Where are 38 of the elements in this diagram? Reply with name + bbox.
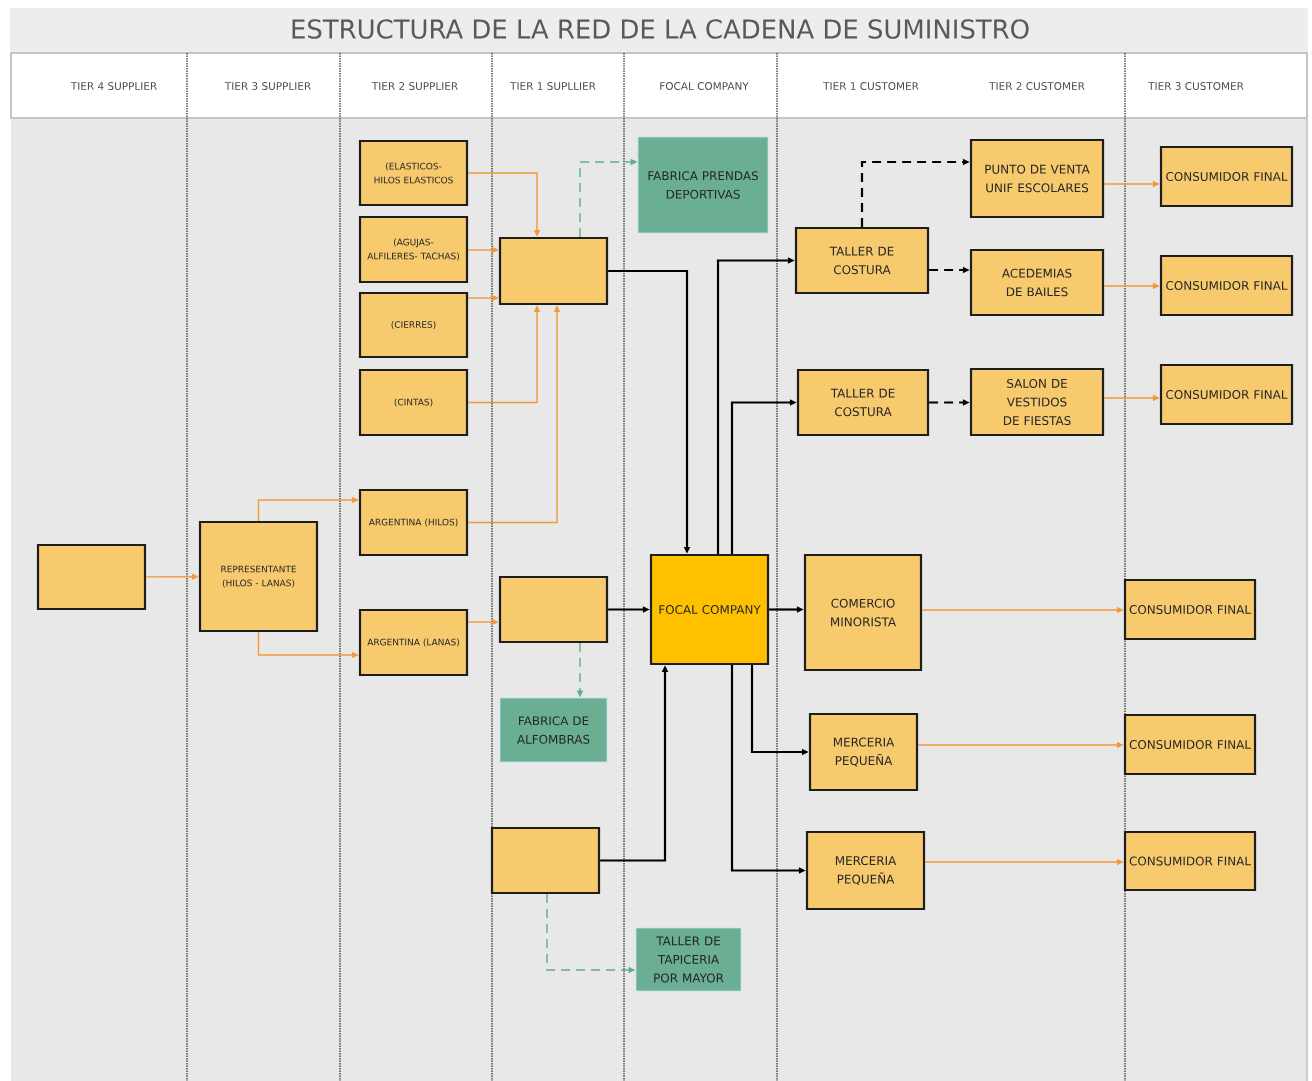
process-box: MERCERIA PEQUEÑA [805, 830, 926, 911]
column-header: TIER 2 CUSTOMER [989, 82, 1085, 90]
column-header: TIER 1 SUPLLIER [510, 82, 596, 90]
process-box: SALON DE VESTIDOS DE FIESTAS [969, 367, 1105, 437]
column-header: TIER 3 CUSTOMER [1148, 82, 1244, 90]
process-box: CONSUMIDOR FINAL [1159, 254, 1294, 317]
process-box: FABRICA DE ALFOMBRAS [499, 697, 608, 763]
column-header: FOCAL COMPANY [660, 82, 749, 90]
process-box: FABRICA PRENDAS DEPORTIVAS [637, 136, 769, 234]
process-box [490, 826, 601, 895]
focal-box: FOCAL COMPANY [649, 553, 770, 666]
process-box: REPRESENTANTE (HILOS - LANAS) [198, 520, 319, 633]
process-box: TALLER DE COSTURA [796, 368, 930, 437]
process-box: CONSUMIDOR FINAL [1123, 830, 1257, 892]
column-header: TIER 1 CUSTOMER [823, 82, 919, 90]
process-box: ARGENTINA (LANAS) [358, 608, 469, 677]
process-box: PUNTO DE VENTA UNIF ESCOLARES [969, 138, 1105, 219]
process-box: CONSUMIDOR FINAL [1123, 713, 1257, 776]
process-box: ARGENTINA (HILOS) [358, 488, 469, 557]
process-box: COMERCIO MINORISTA [803, 553, 923, 672]
column-header: TIER 4 SUPPLIER [70, 82, 157, 90]
process-box: (CIERRES) [358, 291, 469, 359]
process-box: (ELASTICOS- HILOS ELASTICOS [358, 139, 469, 207]
process-box: CONSUMIDOR FINAL [1159, 145, 1294, 208]
process-box: CONSUMIDOR FINAL [1123, 578, 1257, 641]
process-box [498, 575, 609, 644]
process-box: TALLER DE TAPICERIA POR MAYOR [635, 927, 742, 992]
column-header: TIER 2 SUPPLIER [371, 82, 458, 90]
process-box: (AGUJAS- ALFILERES- TACHAS) [358, 215, 469, 284]
process-box: CONSUMIDOR FINAL [1159, 363, 1294, 426]
process-box: ACEDEMIAS DE BAILES [969, 248, 1105, 317]
process-box [498, 236, 609, 306]
title: ESTRUCTURA DE LA RED DE LA CADENA DE SUMINISTRO [292, 19, 1029, 39]
process-box: (CINTAS) [358, 368, 469, 437]
process-box: TALLER DE COSTURA [794, 226, 930, 295]
process-box: MERCERIA PEQUEÑA [808, 712, 919, 792]
column-header: TIER 3 SUPPLIER [224, 82, 311, 90]
process-box [36, 543, 147, 611]
